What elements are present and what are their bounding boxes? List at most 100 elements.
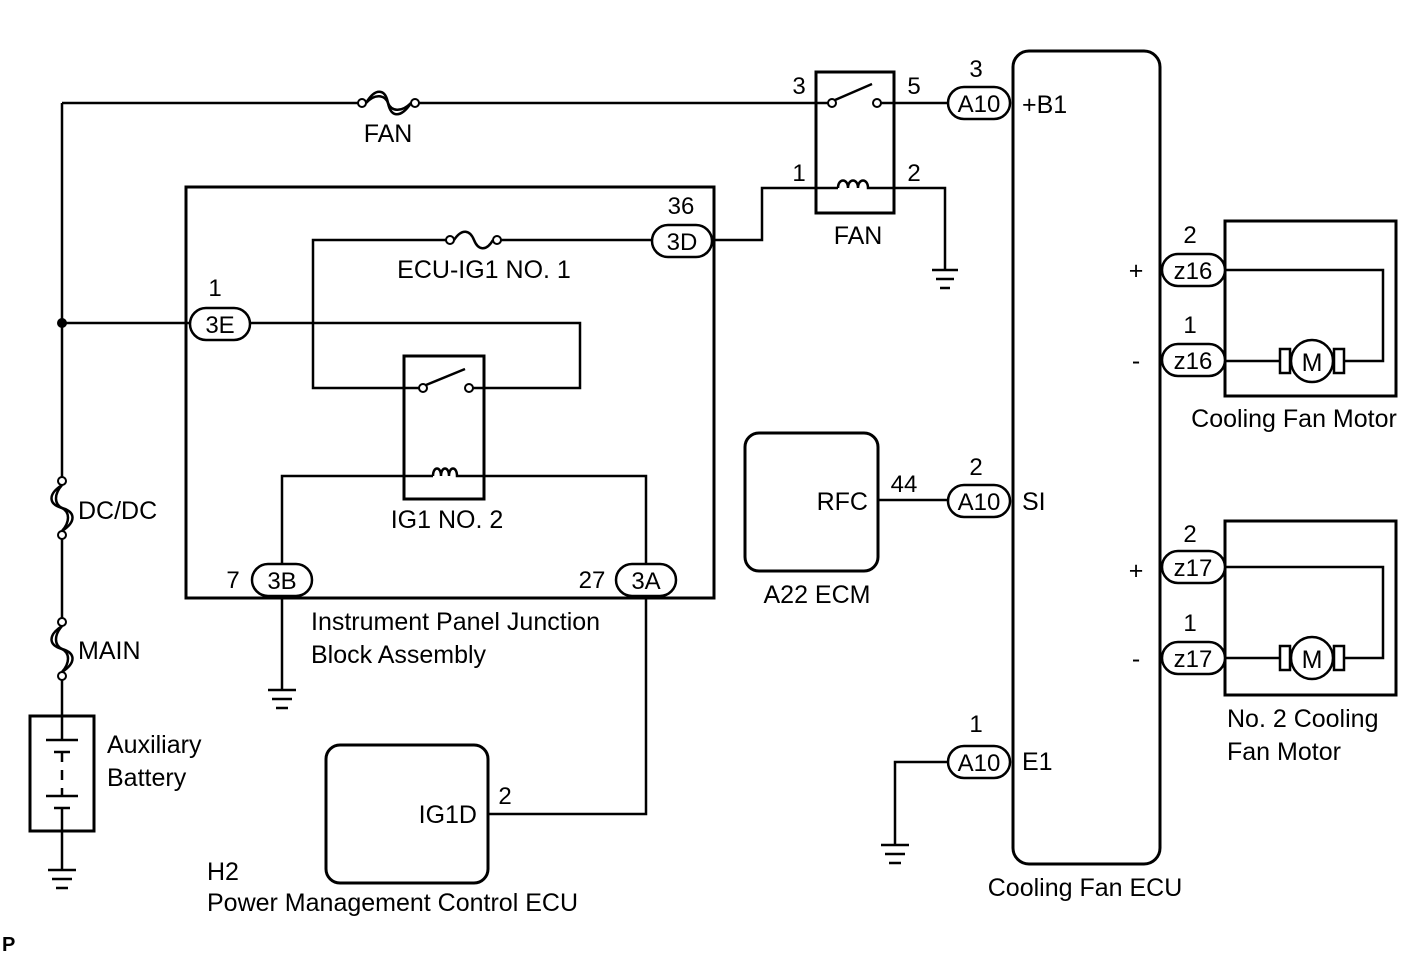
fan-fuse-symbol: [357, 90, 420, 116]
z16-plus-wire: [1225, 268, 1385, 363]
z16-minus-label: z16: [1174, 348, 1213, 375]
b1-terminal-label: +B1: [1022, 91, 1067, 119]
junction-block-label-line2: Block Assembly: [311, 641, 487, 669]
3b-pin: 7: [226, 567, 239, 594]
ig1-relay-coil-icon: [431, 467, 459, 478]
3a-connector: [614, 562, 678, 598]
ig1-relay-label: IG1 NO. 2: [391, 506, 504, 534]
a10-connector-e1: [946, 744, 1012, 780]
battery-cells-icon: [46, 716, 78, 831]
a10-si-pin: 2: [969, 454, 982, 481]
fan-relay-label: FAN: [834, 222, 883, 250]
junction-block-box: [184, 185, 716, 600]
3a-to-ig1d-wire: [488, 596, 648, 816]
3e-to-ig1-relay-wire: [250, 321, 582, 390]
fan-fuse-label: FAN: [364, 120, 413, 148]
cooling-fan-motor-box: [1223, 219, 1398, 398]
ig1-relay-to-ecu-ig1-fuse-wire: [311, 238, 450, 390]
z16-minus-pin: 1: [1183, 312, 1196, 339]
ig1-coil-to-3b-wire: [280, 474, 433, 566]
pm-ig1d-pin: 2: [498, 783, 511, 810]
z17-plus-label: z17: [1174, 555, 1213, 582]
3b-label: 3B: [267, 568, 296, 595]
z17-plus-connector: [1160, 549, 1227, 585]
ground-icon: [881, 843, 909, 865]
dcdc-fuse-symbol: [50, 476, 74, 540]
pm-ecu-box: [324, 743, 490, 885]
ecm-rfc-terminal: RFC: [817, 488, 868, 516]
main-fuse-symbol: [50, 617, 74, 681]
3d-to-fan-relay-coil-wire: [712, 186, 838, 242]
z16-plus-pin: 2: [1183, 222, 1196, 249]
ig1-coil-to-3a-wire: [459, 474, 648, 566]
3b-connector: [250, 562, 314, 598]
z17-minus-connector: [1160, 640, 1227, 676]
z17-minus-terminal: -: [1132, 645, 1140, 673]
motor2-symbol: M: [1302, 646, 1323, 674]
ig1-relay-switch: [418, 367, 474, 393]
junction-block-label-line1: Instrument Panel Junction: [311, 608, 600, 636]
fan-relay-pin-3: 3: [792, 73, 805, 100]
ecm-box: [743, 431, 880, 573]
motor1-symbol: M: [1302, 349, 1323, 377]
fan-relay-coil-icon: [836, 179, 873, 190]
no2-cooling-fan-motor-label-line2: Fan Motor: [1227, 738, 1341, 766]
pm-code-label: H2: [207, 858, 239, 886]
z17-plus-terminal: +: [1129, 557, 1144, 585]
a10-connector-b1: [946, 85, 1012, 121]
no2-cooling-fan-motor-label-line1: No. 2 Cooling: [1227, 705, 1378, 733]
fan-relay-box: [814, 70, 896, 215]
no2-cooling-fan-motor-box: [1223, 519, 1398, 697]
z17-plus-wire: [1225, 565, 1385, 660]
corner-mark: P: [2, 934, 15, 956]
a10-connector-si: [946, 483, 1012, 519]
cooling-fan-ecu-label: Cooling Fan ECU: [988, 874, 1183, 902]
fan-relay-coil-to-ground-wire: [873, 186, 947, 270]
motor-icon: [1278, 338, 1346, 384]
a10-e1-pin: 1: [969, 711, 982, 738]
3a-label: 3A: [631, 568, 660, 595]
e1-to-ground-wire: [893, 760, 948, 845]
z17-plus-pin: 2: [1183, 521, 1196, 548]
main-fuse-label: MAIN: [78, 637, 141, 665]
ecu-ig1-fuse-label: ECU-IG1 NO. 1: [397, 256, 571, 284]
cooling-fan-ecu-box: [1011, 49, 1162, 866]
z16-minus-terminal: -: [1132, 347, 1140, 375]
motor-icon: [1278, 635, 1346, 681]
3a-pin: 27: [579, 567, 606, 594]
si-terminal-label: SI: [1022, 488, 1046, 516]
z16-plus-connector: [1160, 252, 1227, 288]
a10-e1-label: A10: [958, 750, 1001, 777]
z16-minus-connector: [1160, 342, 1227, 378]
z17-minus-label: z17: [1174, 646, 1213, 673]
ecm-rfc-pin: 44: [891, 471, 918, 498]
ecu-ig1-fuse-symbol: [445, 230, 502, 250]
fan-relay-pin-5: 5: [907, 73, 920, 100]
ground-icon: [932, 268, 958, 290]
3d-connector: [650, 223, 714, 259]
z16-plus-terminal: +: [1129, 257, 1144, 285]
pm-ig1d-terminal: IG1D: [419, 801, 477, 829]
ecm-name-label: A22 ECM: [764, 581, 871, 609]
a10-b1-pin: 3: [969, 56, 982, 83]
fan-relay-switch: [827, 82, 882, 108]
3d-label: 3D: [667, 229, 698, 256]
battery-label-line2: Battery: [107, 764, 187, 792]
a10-b1-label: A10: [958, 91, 1001, 118]
3e-pin: 1: [208, 275, 221, 302]
e1-terminal-label: E1: [1022, 748, 1053, 776]
fan-relay-pin-1: 1: [792, 160, 805, 187]
a10-si-label: A10: [958, 489, 1001, 516]
3d-pin: 36: [668, 193, 695, 220]
3e-label: 3E: [205, 312, 234, 339]
battery-label-line1: Auxiliary: [107, 731, 202, 759]
pm-name-label: Power Management Control ECU: [207, 889, 578, 917]
ig1-relay-box: [402, 354, 486, 501]
z16-plus-label: z16: [1174, 258, 1213, 285]
fan-relay-pin-2: 2: [907, 160, 920, 187]
ground-icon: [268, 688, 296, 710]
ground-icon: [48, 831, 76, 890]
dcdc-fuse-label: DC/DC: [78, 497, 157, 525]
3e-connector: [188, 306, 252, 342]
